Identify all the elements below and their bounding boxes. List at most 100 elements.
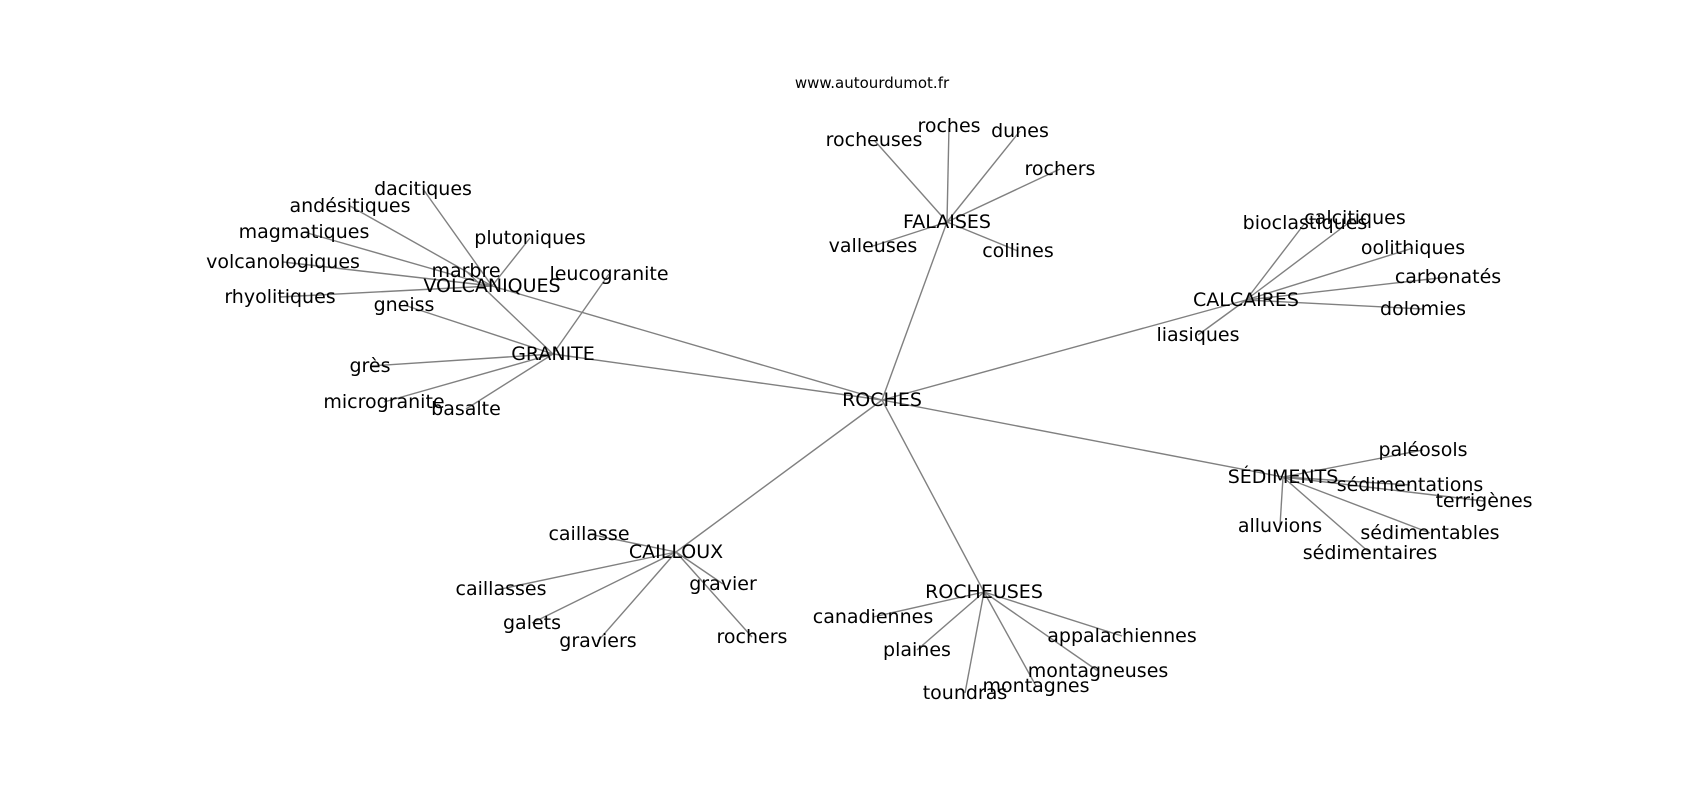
- edge-falaises-leaf: [946, 168, 1061, 223]
- edge-falaises-leaf: [946, 221, 1019, 252]
- leaf-node: rhyolitiques: [224, 286, 335, 308]
- leaf-node: canadiennes: [813, 606, 933, 628]
- hub-node-calcaires: CALCAIRES: [1193, 289, 1299, 311]
- leaf-node: volcanologiques: [206, 251, 360, 273]
- leaf-node: plutoniques: [474, 227, 585, 249]
- edge-falaises-leaf: [946, 125, 950, 223]
- leaf-node: carbonatés: [1395, 266, 1501, 288]
- leaf-node: sédimentables: [1360, 522, 1499, 544]
- edge-falaises-leaf: [872, 221, 948, 247]
- hub-node-granite: GRANITE: [511, 343, 595, 365]
- edge-center-cailloux: [675, 399, 883, 553]
- leaf-node: collines: [982, 240, 1054, 262]
- edge-sediments-leaf: [1282, 476, 1431, 534]
- edge-center-granite: [552, 353, 883, 401]
- leaf-node: caillasses: [456, 578, 547, 600]
- edge-volcaniques-leaf: [303, 231, 493, 287]
- edge-volcaniques-leaf: [279, 285, 493, 298]
- leaf-node: magmatiques: [239, 221, 370, 243]
- edge-sediments-leaf: [1282, 449, 1424, 478]
- edge-rocheuses-leaf: [983, 591, 1123, 637]
- edge-sediments-leaf: [1282, 476, 1485, 502]
- leaf-node: alluvions: [1238, 515, 1322, 537]
- edge-granite-leaf: [383, 353, 554, 403]
- leaf-node: terrigènes: [1435, 490, 1532, 512]
- center-node: ROCHES: [842, 389, 922, 411]
- leaf-node: oolithiques: [1361, 237, 1465, 259]
- leaf-node: leucogranite: [549, 263, 668, 285]
- leaf-node: bioclastiques: [1243, 212, 1368, 234]
- leaf-node: appalachiennes: [1047, 625, 1196, 647]
- source-url: www.autourdumot.fr: [795, 74, 950, 92]
- edge-sediments-leaf: [1282, 476, 1371, 554]
- edge-calcaires-leaf: [1245, 276, 1449, 301]
- leaf-node: caillasse: [548, 523, 629, 545]
- edge-volcaniques-leaf: [282, 261, 493, 287]
- edge-rocheuses-leaf: [872, 591, 985, 618]
- leaf-node: toundras: [923, 682, 1008, 704]
- hub-node-cailloux: CAILLOUX: [629, 541, 723, 563]
- leaf-node: andésitiques: [289, 195, 410, 217]
- edge-calcaires-leaf: [1197, 299, 1247, 336]
- edge-granite-leaf: [369, 353, 554, 367]
- edge-calcaires-leaf: [1245, 217, 1356, 301]
- leaf-node: marbre: [431, 260, 500, 282]
- edge-rocheuses-leaf: [964, 591, 985, 694]
- edge-granite-leaf: [552, 273, 610, 355]
- edge-rocheuses-leaf: [983, 591, 1099, 672]
- hub-node-sediments: SÉDIMENTS: [1228, 465, 1339, 488]
- leaf-node: rochers: [717, 626, 788, 648]
- hub-node-falaises: FALAISES: [903, 211, 991, 233]
- leaf-node: grès: [349, 355, 390, 377]
- leaf-node: graviers: [559, 630, 636, 652]
- leaf-node: dacitiques: [374, 178, 472, 200]
- edge-sediments-leaf: [1282, 476, 1411, 486]
- edge-falaises-leaf: [873, 139, 948, 223]
- leaf-node: sédimentations: [1337, 474, 1484, 496]
- leaf-node: plaines: [883, 639, 951, 661]
- edge-falaises-leaf: [946, 130, 1021, 223]
- edge-cailloux-leaf: [675, 551, 724, 585]
- edge-center-sediments: [881, 399, 1284, 478]
- hub-node-rocheuses: ROCHEUSES: [925, 581, 1043, 603]
- edge-center-falaises: [881, 221, 948, 401]
- leaf-node: gneiss: [374, 294, 435, 316]
- edge-center-calcaires: [881, 299, 1247, 401]
- edge-volcaniques-leaf: [349, 205, 493, 287]
- leaf-node: sédimentaires: [1303, 542, 1438, 564]
- leaf-node: calcitiques: [1304, 207, 1406, 229]
- edge-center-volcaniques: [491, 285, 883, 401]
- edge-calcaires-leaf: [1245, 299, 1424, 310]
- edge-cailloux-leaf: [675, 551, 753, 638]
- leaf-node: dunes: [991, 120, 1049, 142]
- leaf-node: liasiques: [1156, 324, 1239, 346]
- leaf-node: paléosols: [1379, 439, 1468, 461]
- leaf-node: microgranite: [323, 391, 444, 413]
- graph-edges: [279, 125, 1485, 694]
- leaf-node: rochers: [1025, 158, 1096, 180]
- leaf-node: rocheuses: [826, 129, 923, 151]
- edge-sediments-leaf: [1279, 476, 1284, 527]
- edge-granite-leaf: [465, 353, 554, 410]
- edge-volcaniques-leaf: [422, 188, 493, 287]
- edge-granite-leaf: [403, 304, 554, 355]
- edge-calcaires-leaf: [1245, 247, 1414, 301]
- edge-cailloux-leaf: [597, 551, 677, 642]
- edge-cailloux-leaf: [500, 551, 677, 590]
- leaf-node: roches: [917, 115, 980, 137]
- edge-rocheuses-leaf: [916, 591, 985, 651]
- edge-volcaniques-leaf: [491, 237, 531, 287]
- leaf-node: basalte: [431, 398, 501, 420]
- leaf-node: montagneuses: [1028, 660, 1169, 682]
- leaf-node: dolomies: [1380, 298, 1466, 320]
- leaf-node: galets: [503, 612, 561, 634]
- edge-cailloux-leaf: [588, 533, 677, 553]
- leaf-node: montagnes: [983, 675, 1090, 697]
- edge-center-rocheuses: [881, 399, 985, 593]
- edge-rocheuses-leaf: [983, 591, 1037, 687]
- hub-node-volcaniques: VOLCANIQUES: [423, 275, 560, 297]
- edge-calcaires-leaf: [1245, 222, 1306, 301]
- leaf-node: valleuses: [829, 235, 918, 257]
